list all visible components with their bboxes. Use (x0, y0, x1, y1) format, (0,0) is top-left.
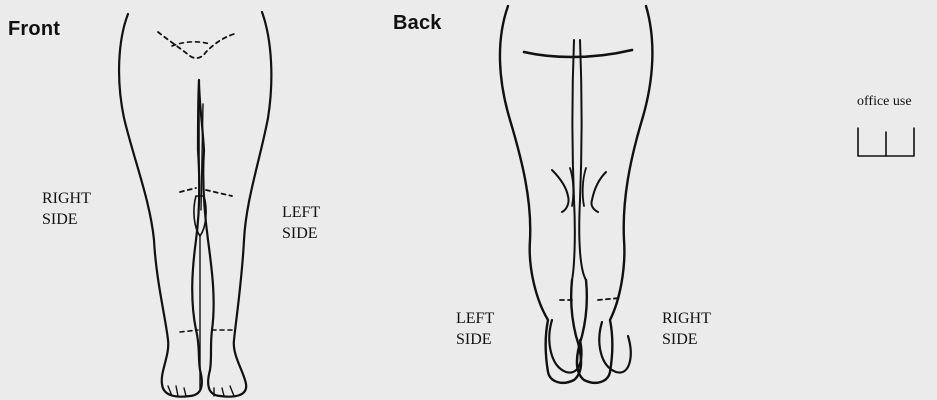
front-right-side-label-line2: SIDE (42, 209, 91, 230)
back-legs-figure (500, 6, 652, 383)
front-left-side-label-line2: SIDE (282, 223, 320, 244)
back-left-side-label: LEFT SIDE (456, 308, 494, 350)
back-right-side-label: RIGHT SIDE (662, 308, 711, 350)
front-legs-figure (119, 12, 271, 397)
back-left-side-label-line1: LEFT (456, 308, 494, 329)
front-heading: Front (8, 18, 60, 41)
back-heading: Back (393, 12, 442, 35)
office-use-boxes (858, 128, 914, 156)
office-use-label: office use (857, 94, 912, 110)
back-right-side-label-line2: SIDE (662, 329, 711, 350)
front-left-side-label: LEFT SIDE (282, 202, 320, 244)
back-left-side-label-line2: SIDE (456, 329, 494, 350)
back-right-side-label-line1: RIGHT (662, 308, 711, 329)
front-right-side-label-line1: RIGHT (42, 188, 91, 209)
front-right-side-label: RIGHT SIDE (42, 188, 91, 230)
front-left-side-label-line1: LEFT (282, 202, 320, 223)
